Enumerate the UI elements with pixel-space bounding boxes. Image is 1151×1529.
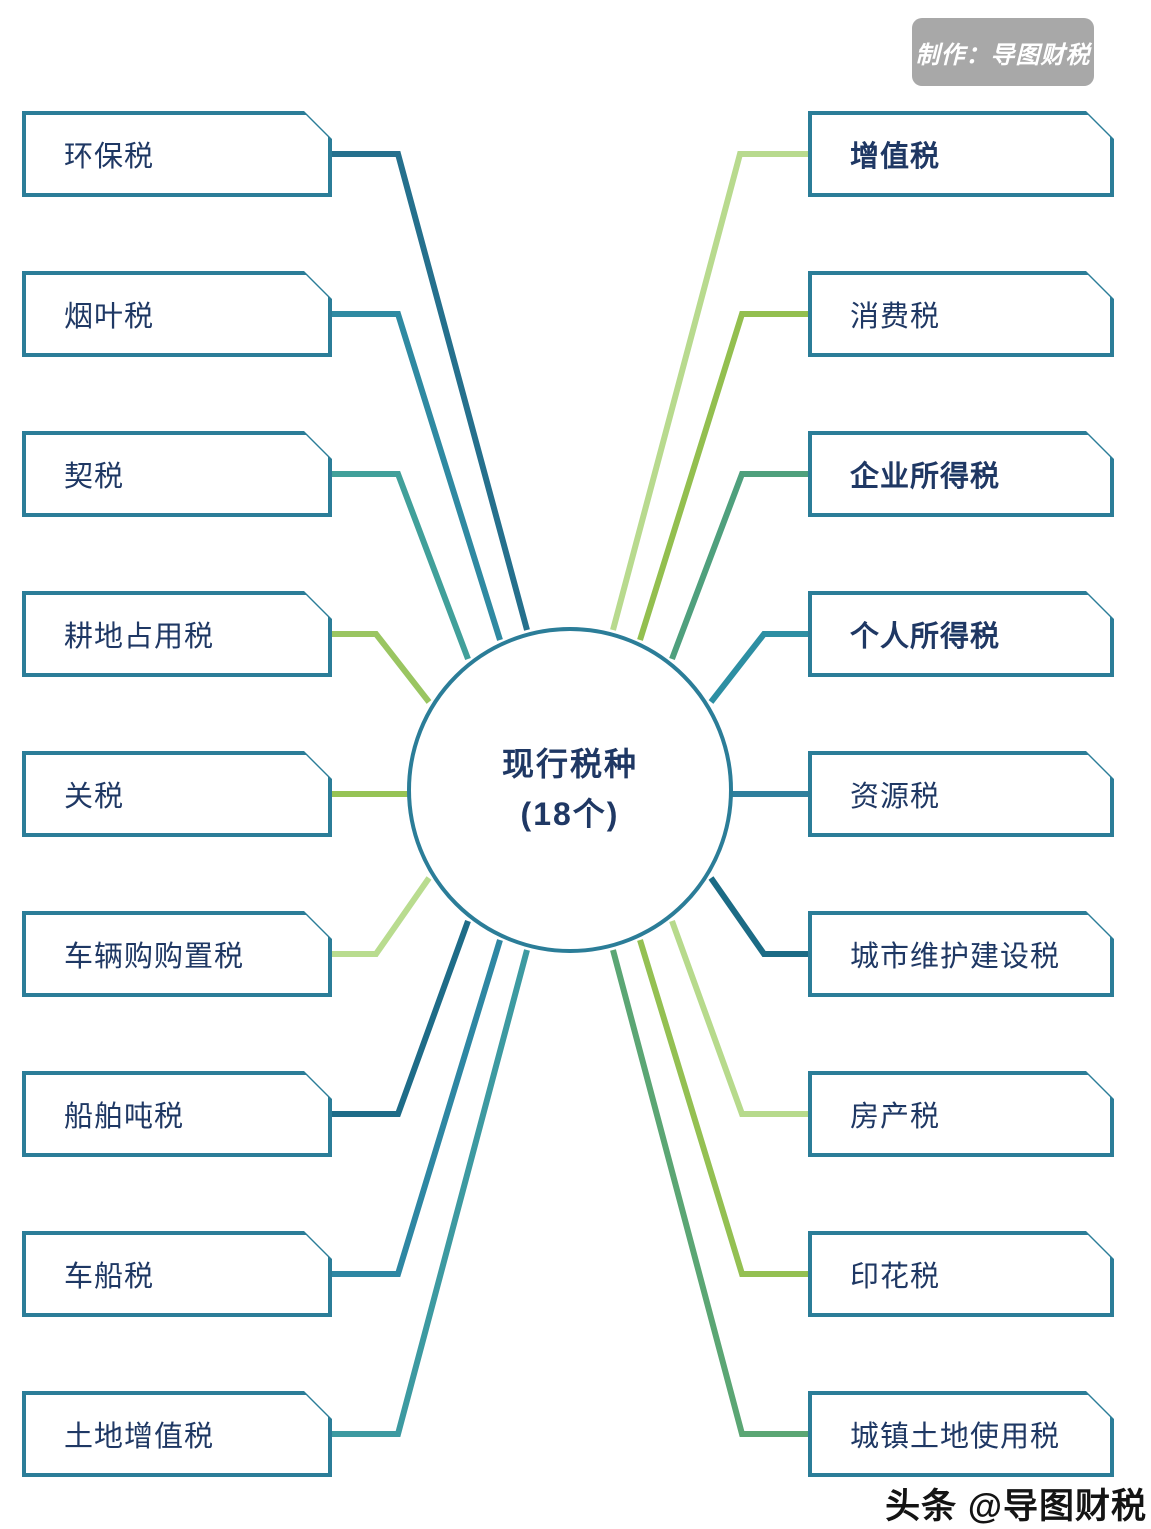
tax-node-land-appreciation-tax: 土地增值税 xyxy=(22,1391,332,1477)
tax-node-label: 船舶吨税 xyxy=(64,1101,185,1133)
maker-badge-label: 制作：导图财税 xyxy=(915,41,1091,69)
tax-node-urban-maintenance-construction-tax: 城市维护建设税 xyxy=(808,911,1114,997)
connector-left-8 xyxy=(330,939,503,1277)
tax-node-stamp-tax: 印花税 xyxy=(808,1231,1114,1317)
tax-node-label: 资源税 xyxy=(850,781,941,813)
tax-node-label: 车辆购购置税 xyxy=(64,941,245,973)
connector-left-6 xyxy=(330,876,432,957)
tax-node-label: 契税 xyxy=(64,461,125,493)
central-topic-title: 现行税种 xyxy=(501,746,638,783)
tax-node-individual-income-tax: 个人所得税 xyxy=(808,591,1114,677)
tax-node-urban-land-use-tax: 城镇土地使用税 xyxy=(808,1391,1114,1477)
tax-node-vessel-tonnage-tax: 船舶吨税 xyxy=(22,1071,332,1157)
tax-node-label: 城镇土地使用税 xyxy=(850,1421,1061,1453)
connector-right-8 xyxy=(637,939,810,1277)
connector-left-7 xyxy=(330,919,471,1117)
tax-node-vehicle-vessel-tax: 车船税 xyxy=(22,1231,332,1317)
tax-node-label: 车船税 xyxy=(64,1261,155,1293)
tax-node-tobacco-leaf-tax: 烟叶税 xyxy=(22,271,332,357)
tax-node-label: 城市维护建设税 xyxy=(850,941,1061,973)
connector-left-1 xyxy=(330,151,530,631)
connector-left-4 xyxy=(330,631,432,704)
tax-node-label: 房产税 xyxy=(850,1101,941,1133)
connector-right-6 xyxy=(708,876,810,957)
tax-node-label: 土地增值税 xyxy=(64,1421,215,1453)
connector-right-4 xyxy=(708,631,810,704)
connector-right-9 xyxy=(610,949,810,1437)
tax-node-label: 企业所得税 xyxy=(850,461,1001,493)
tax-node-label: 环保税 xyxy=(64,141,155,173)
tax-node-label: 烟叶税 xyxy=(64,301,155,333)
connector-left-3 xyxy=(330,471,471,661)
tax-node-environmental-tax: 环保税 xyxy=(22,111,332,197)
tax-node-deed-tax: 契税 xyxy=(22,431,332,517)
connector-right-7 xyxy=(669,919,810,1117)
tax-node-customs-duty: 关税 xyxy=(22,751,332,837)
toutiao-watermark: 头条 @导图财税 xyxy=(885,1487,1147,1526)
tax-node-property-tax: 房产税 xyxy=(808,1071,1114,1157)
connector-right-3 xyxy=(669,471,810,661)
tax-node-label: 关税 xyxy=(64,781,125,813)
central-topic-node: 现行税种 (18个) xyxy=(407,627,733,953)
tax-node-farmland-occupation-tax: 耕地占用税 xyxy=(22,591,332,677)
maker-badge: 制作：导图财税 xyxy=(912,18,1094,86)
tax-node-corporate-income-tax: 企业所得税 xyxy=(808,431,1114,517)
tax-node-vehicle-purchase-tax: 车辆购购置税 xyxy=(22,911,332,997)
central-topic-count: (18个) xyxy=(520,796,620,832)
tax-node-label: 增值税 xyxy=(850,141,941,173)
tax-node-consumption-tax: 消费税 xyxy=(808,271,1114,357)
connector-right-1 xyxy=(610,151,810,631)
connector-left-9 xyxy=(330,949,530,1437)
tax-node-label: 印花税 xyxy=(850,1261,941,1293)
tax-node-resource-tax: 资源税 xyxy=(808,751,1114,837)
tax-node-label: 耕地占用税 xyxy=(64,621,215,653)
tax-node-label: 个人所得税 xyxy=(850,621,1001,653)
tax-node-vat: 增值税 xyxy=(808,111,1114,197)
tax-node-label: 消费税 xyxy=(850,301,941,333)
connector-left-2 xyxy=(330,311,503,641)
connector-right-2 xyxy=(637,311,810,641)
